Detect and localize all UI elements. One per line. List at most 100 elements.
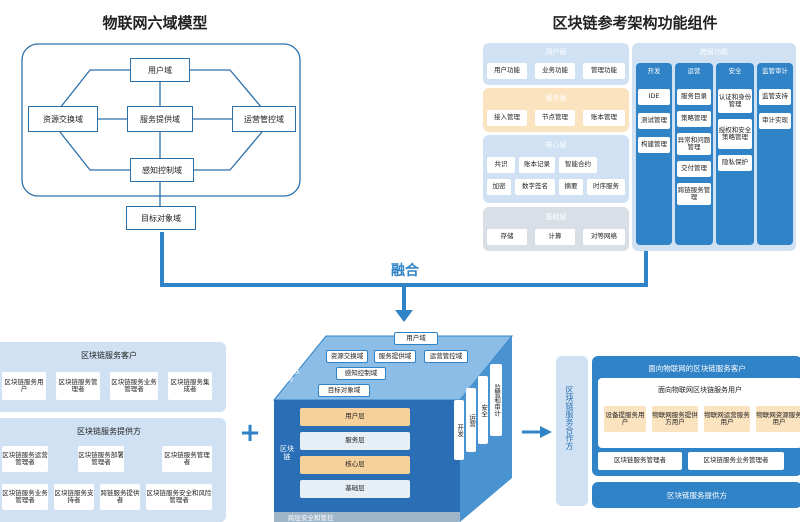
iot-users-title: 面向物联网区块链服务用户: [658, 386, 742, 394]
regulation-title: 监管审计: [762, 67, 788, 75]
ops-column: 运营 服务目录 策略管理 异常和问题管理 交付管理 跨链服务管理: [675, 63, 713, 245]
customers-panel: 区块链服务客户 区块链服务用户 区块链服务管理者 区块链服务业务管理者 区块链服…: [0, 342, 226, 412]
ops-title: 运营: [687, 67, 701, 75]
consensus: 共识: [487, 157, 515, 173]
smart-contract: 智能合约: [559, 157, 597, 173]
partner-label: 区块链服务合作方: [565, 386, 574, 450]
provider-business-admin: 区块链服务业务管理者: [2, 484, 48, 510]
partner-panel: 区块链服务合作方: [556, 356, 588, 506]
cube-dev: 开发: [454, 400, 464, 460]
cube-bottom-label: 跨层安全和管控: [288, 514, 334, 522]
cube-target-domain: 目标对象域: [318, 384, 370, 397]
cross-chain-management: 跨链服务管理: [677, 183, 711, 205]
provider-deploy-admin: 区块链服务部署管理者: [78, 446, 124, 472]
iot-user-provider: 物联网服务提供方用户: [652, 406, 698, 432]
node-management: 节点管理: [535, 110, 575, 126]
privacy-protection: 隐私保护: [718, 155, 752, 171]
provider-supporter: 区块链服务支持者: [54, 484, 94, 510]
policy-management: 策略管理: [677, 111, 711, 127]
ops-control-domain: 运营管控域: [232, 106, 296, 132]
regulation-column: 监管审计 监管支持 审计实现: [757, 63, 793, 245]
cube-service-domain: 服务提供域: [374, 350, 416, 363]
p2p-network: 对等网络: [583, 229, 625, 245]
iot-user-ops: 物联网运营服务用户: [704, 406, 750, 432]
cube-base-layer: 基础层: [300, 480, 410, 498]
customer-business-admin: 区块链服务业务管理者: [110, 372, 158, 400]
security-title: 安全: [728, 67, 742, 75]
service-layer-title: 服务层: [545, 94, 567, 102]
cube-ops-domain: 运营管控域: [424, 350, 468, 363]
sensing-control-domain: 感知控制域: [130, 158, 194, 182]
service-layer-panel: 服务层 接入管理 节点管理 账本管理: [483, 88, 629, 132]
auth-identity-management: 认证和身份管理: [718, 89, 752, 113]
delivery-management: 交付管理: [677, 161, 711, 177]
cube-ops: 运营: [466, 388, 476, 452]
test-management: 测试管理: [638, 113, 670, 129]
cross-layer-title: 跨层功能: [700, 48, 728, 56]
iot-chain-admin: 区块链服务管理者: [598, 452, 682, 470]
iot-users-panel: 面向物联网区块链服务用户 设备提服务用户 物联网服务提供方用户 物联网运营服务用…: [598, 378, 800, 448]
providers-panel: 区块链服务提供方 区块链服务运营管理者 区块链服务部署管理者 区块链服务管理者 …: [0, 418, 226, 522]
components-title: 区块链参考架构功能组件: [552, 14, 718, 32]
resource-exchange-domain: 资源交换域: [28, 106, 98, 132]
regulation-support: 监管支持: [759, 89, 791, 105]
ledger-record: 账本记录: [519, 157, 555, 173]
cube-regulation: 监管和审计: [490, 364, 502, 436]
customer-user: 区块链服务用户: [2, 372, 46, 400]
digital-signature: 数字签名: [515, 179, 555, 195]
access-management: 接入管理: [487, 110, 527, 126]
iot-model-title: 物联网六域模型: [102, 14, 208, 32]
providers-title: 区块链服务提供方: [77, 427, 141, 436]
target-object-domain: 目标对象域: [126, 206, 196, 230]
core-layer-title: 核心层: [545, 141, 567, 149]
dev-column: 开发 IDE 测试管理 构建管理: [636, 63, 672, 245]
exception-management: 异常和问题管理: [677, 133, 711, 155]
ledger-management: 账本管理: [583, 110, 625, 126]
service-catalog: 服务目录: [677, 89, 711, 105]
cube-iot-label: 物联网: [286, 367, 300, 383]
iot-user-resource: 物联网资源服务用户: [756, 406, 800, 432]
user-layer-title: 用户层: [545, 48, 567, 56]
build-management: 构建管理: [638, 137, 670, 153]
audit-implementation: 审计实现: [759, 113, 791, 129]
iot-customers-panel: 面向物联网的区块链服务客户 面向物联网区块链服务用户 设备提服务用户 物联网服务…: [592, 356, 800, 476]
iot-user-device: 设备提服务用户: [604, 406, 646, 432]
user-domain: 用户域: [130, 58, 190, 82]
cube-user-layer: 用户层: [300, 408, 410, 426]
authorization-policy-management: 授权和安全策略管理: [718, 119, 752, 149]
encryption: 加密: [487, 179, 511, 195]
iot-chain-business-admin: 区块链服务业务管理者: [688, 452, 784, 470]
cube-resource-domain: 资源交换域: [326, 350, 368, 363]
customer-admin: 区块链服务管理者: [56, 372, 100, 400]
cross-layer-panel: 跨层功能 开发 IDE 测试管理 构建管理 运营 服务目录 策略管理 异常和问题…: [632, 43, 796, 251]
cube-user-domain: 用户域: [394, 332, 438, 345]
fusion-label: 融合: [391, 263, 419, 279]
customers-title: 区块链服务客户: [81, 351, 137, 360]
digest: 摘要: [559, 179, 583, 195]
management-function: 管理功能: [583, 63, 625, 79]
core-layer-panel: 核心层 共识 账本记录 智能合约 加密 数字签名 摘要 时序服务: [483, 135, 629, 203]
chain-provider-panel: 区块链服务提供方: [592, 482, 800, 508]
provider-cross-chain: 跨链服务提供者: [100, 484, 140, 510]
plus-sign: +: [239, 418, 261, 448]
timing-service: 时序服务: [587, 179, 625, 195]
provider-security-risk: 区块链服务安全和风险管理者: [146, 484, 212, 510]
compute: 计算: [535, 229, 575, 245]
cube-service-layer: 服务层: [300, 432, 410, 450]
iot-customers-title: 面向物联网的区块链服务客户: [648, 364, 746, 373]
cube-sensing-domain: 感知控制域: [336, 367, 386, 380]
chain-provider-title: 区块链服务提供方: [667, 491, 727, 500]
business-function: 业务功能: [535, 63, 575, 79]
user-function: 用户功能: [487, 63, 527, 79]
storage: 存储: [487, 229, 527, 245]
base-layer-panel: 基础层 存储 计算 对等网络: [483, 207, 629, 251]
service-provider-domain: 服务提供域: [127, 106, 193, 132]
dev-title: 开发: [647, 67, 661, 75]
provider-ops-admin: 区块链服务运营管理者: [2, 446, 48, 472]
cube-core-layer: 核心层: [300, 456, 410, 474]
base-layer-title: 基础层: [545, 213, 567, 221]
user-layer-panel: 用户层 用户功能 业务功能 管理功能: [483, 43, 629, 85]
provider-admin: 区块链服务管理者: [162, 446, 212, 472]
ide: IDE: [638, 89, 670, 105]
